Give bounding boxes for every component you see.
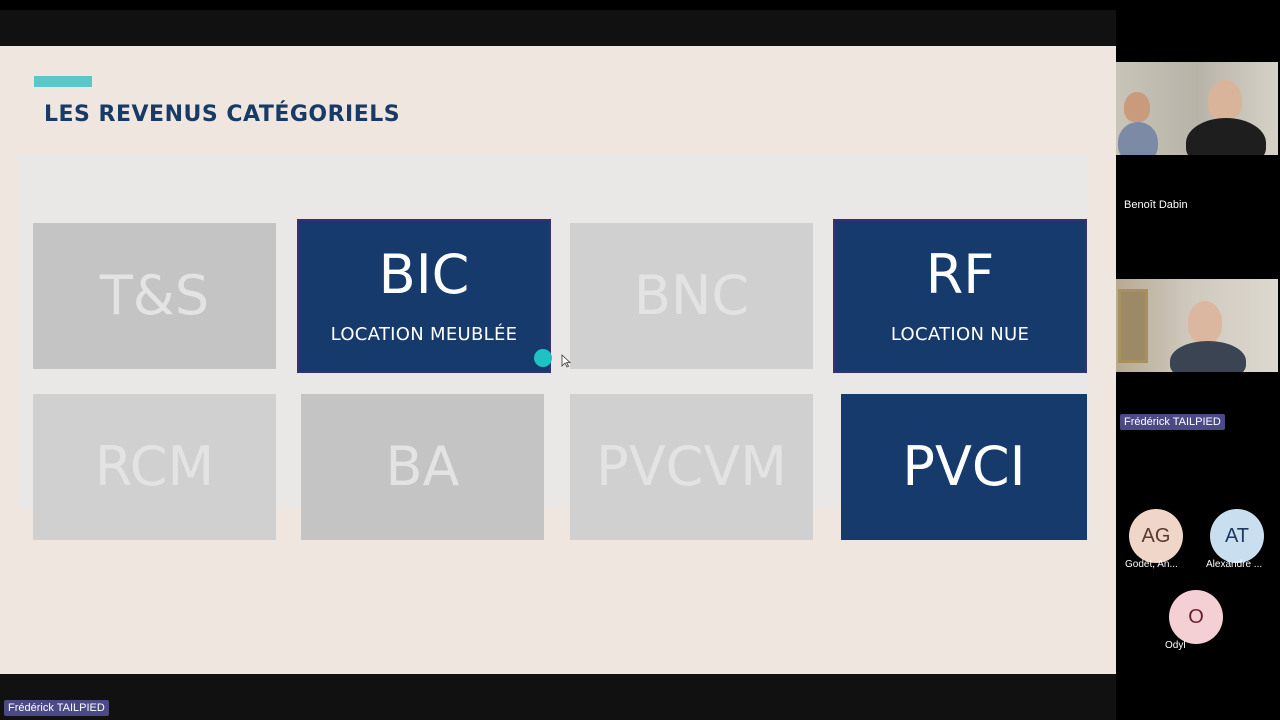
tile-label: RCM — [94, 435, 215, 498]
person-head — [1208, 80, 1242, 120]
person-body — [1186, 118, 1266, 155]
tile-pvci: PVCI — [841, 394, 1087, 540]
presenter-name-badge: Frédérick TAILPIED — [4, 700, 109, 716]
tile-label: PVCVM — [596, 435, 787, 498]
tile-label: BIC — [378, 242, 470, 306]
participant-name-badge: Frédérick TAILPIED — [1120, 414, 1225, 430]
avatar-initials: AT — [1224, 524, 1250, 547]
tile-pvcvm: PVCVM — [570, 394, 813, 540]
tile-label: PVCI — [902, 435, 1026, 498]
tile-ba: BA — [301, 394, 544, 540]
avatar-name: Alexandre ... — [1206, 559, 1263, 570]
tile-rcm: RCM — [33, 394, 276, 540]
avatar-initials: O — [1188, 605, 1204, 628]
avatar[interactable]: AG — [1129, 509, 1183, 563]
tile-label: RF — [925, 242, 995, 306]
title-accent-bar — [34, 76, 92, 87]
participant-video-frederick[interactable] — [1116, 279, 1278, 372]
person-head — [1124, 92, 1150, 122]
person-body — [1118, 122, 1158, 155]
tile-bic: BIC LOCATION MEUBLÉE — [297, 219, 551, 373]
avatar[interactable]: AT — [1210, 509, 1264, 563]
participant-video-benoit[interactable] — [1116, 62, 1278, 155]
tile-ts: T&S — [33, 223, 276, 369]
mirror-frame — [1118, 289, 1148, 363]
avatar-name: Odyl — [1165, 640, 1186, 651]
tile-label: BA — [385, 435, 460, 498]
person-head — [1188, 301, 1222, 343]
avatar-initials: AG — [1141, 524, 1171, 547]
slide-title: LES REVENUS CATÉGORIELS — [44, 102, 401, 127]
tile-sublabel: LOCATION MEUBLÉE — [330, 323, 518, 345]
top-bar — [0, 0, 1280, 10]
participant-name: Benoît Dabin — [1124, 199, 1188, 211]
tile-sublabel: LOCATION NUE — [890, 323, 1030, 345]
mouse-cursor-icon — [561, 354, 571, 368]
tile-rf: RF LOCATION NUE — [833, 219, 1087, 373]
laser-pointer-dot — [534, 349, 552, 367]
avatar-name: Godet, An... — [1125, 559, 1178, 570]
tile-bnc: BNC — [570, 223, 813, 369]
avatar[interactable]: O — [1169, 590, 1223, 644]
tile-label: T&S — [99, 264, 210, 327]
tile-label: BNC — [633, 264, 750, 327]
person-body — [1170, 341, 1246, 372]
